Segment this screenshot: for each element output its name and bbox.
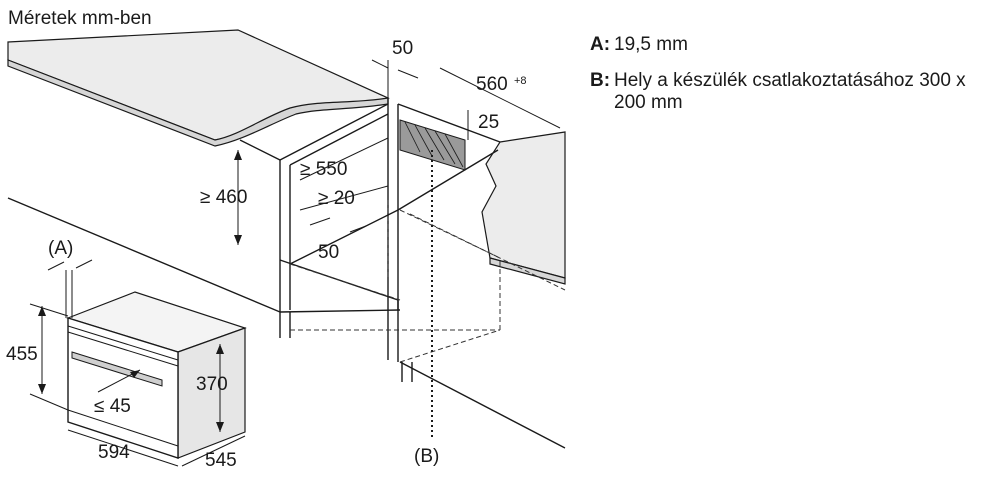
dim-50-mid: 50 [318, 242, 339, 263]
floor-lines [7, 197, 566, 449]
legend-key: B: [590, 70, 611, 91]
dim-594: 594 [98, 442, 130, 463]
dimension-lines [29, 59, 561, 467]
legend-key: A: [590, 34, 611, 55]
legend-item-b: B: Hely a készülék csatlakoztatásához 30… [590, 70, 990, 114]
dim-545: 545 [205, 450, 237, 471]
dim-20: ≥ 20 [318, 188, 355, 209]
dim-560-tolerance: +8 [514, 75, 527, 87]
dim-25: 25 [478, 112, 499, 133]
appliance [66, 291, 247, 459]
legend-text: Hely a készülék csatlakoztatásához 300 x… [614, 70, 966, 113]
dim-370: 370 [196, 374, 228, 395]
countertop-right [481, 131, 566, 285]
dim-560: 560 [476, 74, 508, 95]
dim-45: ≤ 45 [94, 396, 131, 417]
label-b: (B) [414, 446, 439, 467]
legend-text: 19,5 mm [614, 34, 688, 55]
countertop-left [7, 29, 390, 147]
connection-area [399, 119, 466, 440]
dimension-labels: 50 560 +8 25 ≥ 550 ≥ 460 ≥ 20 50 (A) 455… [6, 38, 527, 471]
drawing-title: Méretek mm-ben [8, 8, 152, 29]
dim-550: ≥ 550 [300, 159, 347, 180]
dim-455: 455 [6, 344, 38, 365]
legend: A: 19,5 mm B: Hely a készülék csatlakozt… [590, 34, 990, 128]
dim-460: ≥ 460 [200, 187, 247, 208]
dim-50-top: 50 [392, 38, 413, 59]
label-a: (A) [48, 238, 73, 259]
legend-item-a: A: 19,5 mm [590, 34, 990, 56]
cabinet [239, 98, 566, 382]
